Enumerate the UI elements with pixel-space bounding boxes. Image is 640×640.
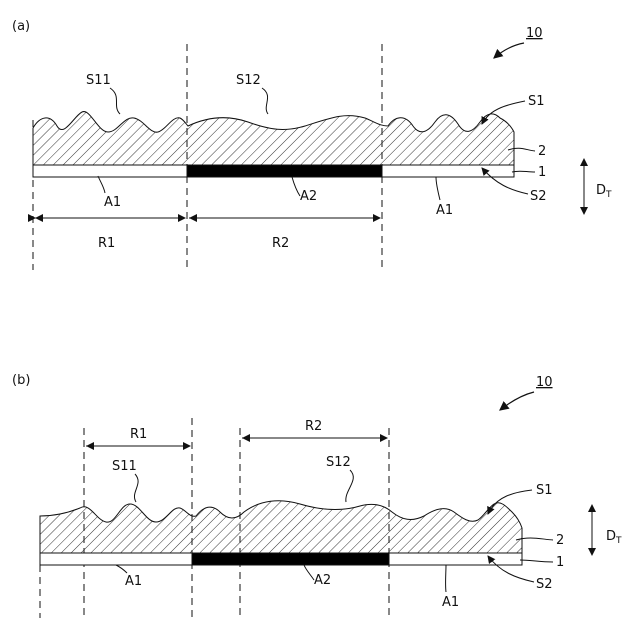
leader-s11 bbox=[110, 88, 120, 114]
substrate-right bbox=[382, 165, 514, 177]
label-a1-left: A1 bbox=[125, 574, 142, 589]
leader-s12 bbox=[346, 470, 353, 502]
reference-number: 10 bbox=[526, 26, 543, 41]
hatched-layer-2 bbox=[40, 501, 522, 553]
substrate-left bbox=[40, 553, 192, 565]
panel-a: (a) 10 S11 S12 S1 2 1 S2 A1 bbox=[12, 19, 612, 270]
label-layer-1: 1 bbox=[556, 555, 564, 570]
label-a1-left: A1 bbox=[104, 195, 121, 210]
leader-s12 bbox=[262, 88, 268, 114]
dimension-r1-head-left bbox=[86, 442, 94, 450]
substrate-right bbox=[389, 553, 522, 565]
label-s1: S1 bbox=[536, 483, 553, 498]
leader-a1-left bbox=[116, 565, 127, 573]
leader-layer-1 bbox=[520, 560, 553, 562]
panel-label: (b) bbox=[12, 373, 30, 388]
label-s2: S2 bbox=[536, 577, 553, 592]
dark-region-a2 bbox=[187, 165, 382, 177]
label-r1: R1 bbox=[98, 236, 115, 251]
reference-arrow bbox=[494, 43, 524, 58]
label-s12: S12 bbox=[326, 455, 351, 470]
panel-b: (b) 10 R1 R2 S11 S12 S1 2 bbox=[12, 373, 622, 618]
label-dt: DT bbox=[596, 183, 612, 200]
leader-a1-left bbox=[98, 176, 105, 193]
panel-label: (a) bbox=[12, 19, 30, 34]
label-a1-right: A1 bbox=[442, 595, 459, 610]
leader-layer-1 bbox=[512, 171, 535, 172]
leader-a2 bbox=[292, 177, 300, 196]
label-r2: R2 bbox=[305, 419, 322, 434]
label-s11: S11 bbox=[86, 73, 111, 88]
dark-region-a2 bbox=[192, 553, 389, 565]
reference-arrow bbox=[500, 392, 534, 410]
label-dt: DT bbox=[606, 529, 622, 546]
dimension-r2-head-left bbox=[242, 434, 250, 442]
label-r1: R1 bbox=[130, 427, 147, 442]
hatched-layer-2 bbox=[33, 112, 514, 165]
label-r2: R2 bbox=[272, 236, 289, 251]
label-s1: S1 bbox=[528, 94, 545, 109]
dimension-r2-head-left bbox=[189, 214, 197, 222]
leader-a1-right bbox=[436, 177, 440, 200]
label-layer-1: 1 bbox=[538, 165, 546, 180]
leader-s11 bbox=[134, 474, 138, 502]
thickness-arrow-head-top bbox=[580, 158, 588, 166]
substrate-left bbox=[33, 165, 187, 177]
label-a1-right: A1 bbox=[436, 203, 453, 218]
label-layer-2: 2 bbox=[556, 533, 564, 548]
thickness-arrow-head-top bbox=[588, 504, 596, 512]
label-a2: A2 bbox=[314, 573, 331, 588]
reference-number: 10 bbox=[536, 375, 553, 390]
label-a2: A2 bbox=[300, 189, 317, 204]
dimension-r1-head-left bbox=[35, 214, 43, 222]
label-s11: S11 bbox=[112, 459, 137, 474]
label-layer-2: 2 bbox=[538, 144, 546, 159]
label-s12: S12 bbox=[236, 73, 261, 88]
leader-a2 bbox=[304, 565, 314, 580]
label-s2: S2 bbox=[530, 189, 547, 204]
